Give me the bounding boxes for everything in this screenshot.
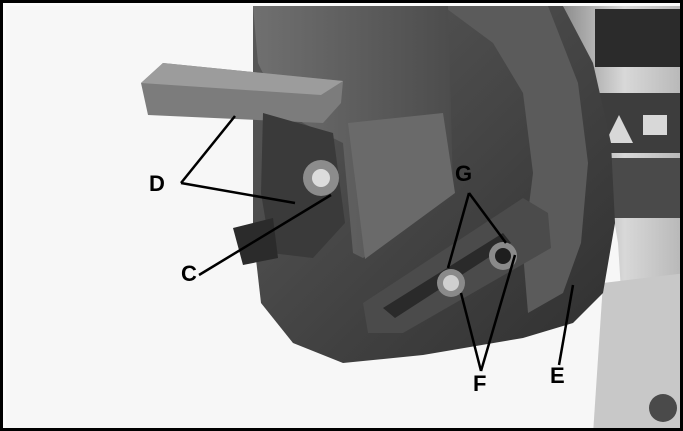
leader-f-left [459, 292, 483, 372]
leader-e [557, 284, 575, 366]
screw-left [443, 275, 459, 291]
leader-g-left [446, 192, 471, 269]
leader-f-right [479, 254, 517, 372]
leader-g-right [467, 192, 508, 244]
callout-g: G [455, 161, 473, 186]
leader-lines [180, 115, 575, 372]
warning-triangle-icon [605, 115, 633, 143]
bracket-face [348, 113, 455, 259]
callout-c: C [181, 261, 197, 286]
label-square-icon [643, 115, 667, 135]
tool-rest-knob [312, 169, 330, 187]
motor-label-plate [595, 9, 680, 67]
callout-f: F [473, 371, 487, 396]
callout-d: D [149, 171, 165, 196]
tool-rest-top-face [141, 63, 343, 95]
wheel-guard-rim [443, 6, 588, 313]
leader-d-upper [180, 115, 236, 184]
base-bolt [649, 394, 677, 422]
screw-right [495, 248, 511, 264]
leader-d-lower [180, 181, 296, 205]
grinder-illustration [6, 6, 680, 428]
tool-rest-support [261, 113, 345, 258]
leader-c [198, 193, 332, 277]
grinder-base [593, 273, 680, 428]
callout-e: E [550, 363, 565, 388]
